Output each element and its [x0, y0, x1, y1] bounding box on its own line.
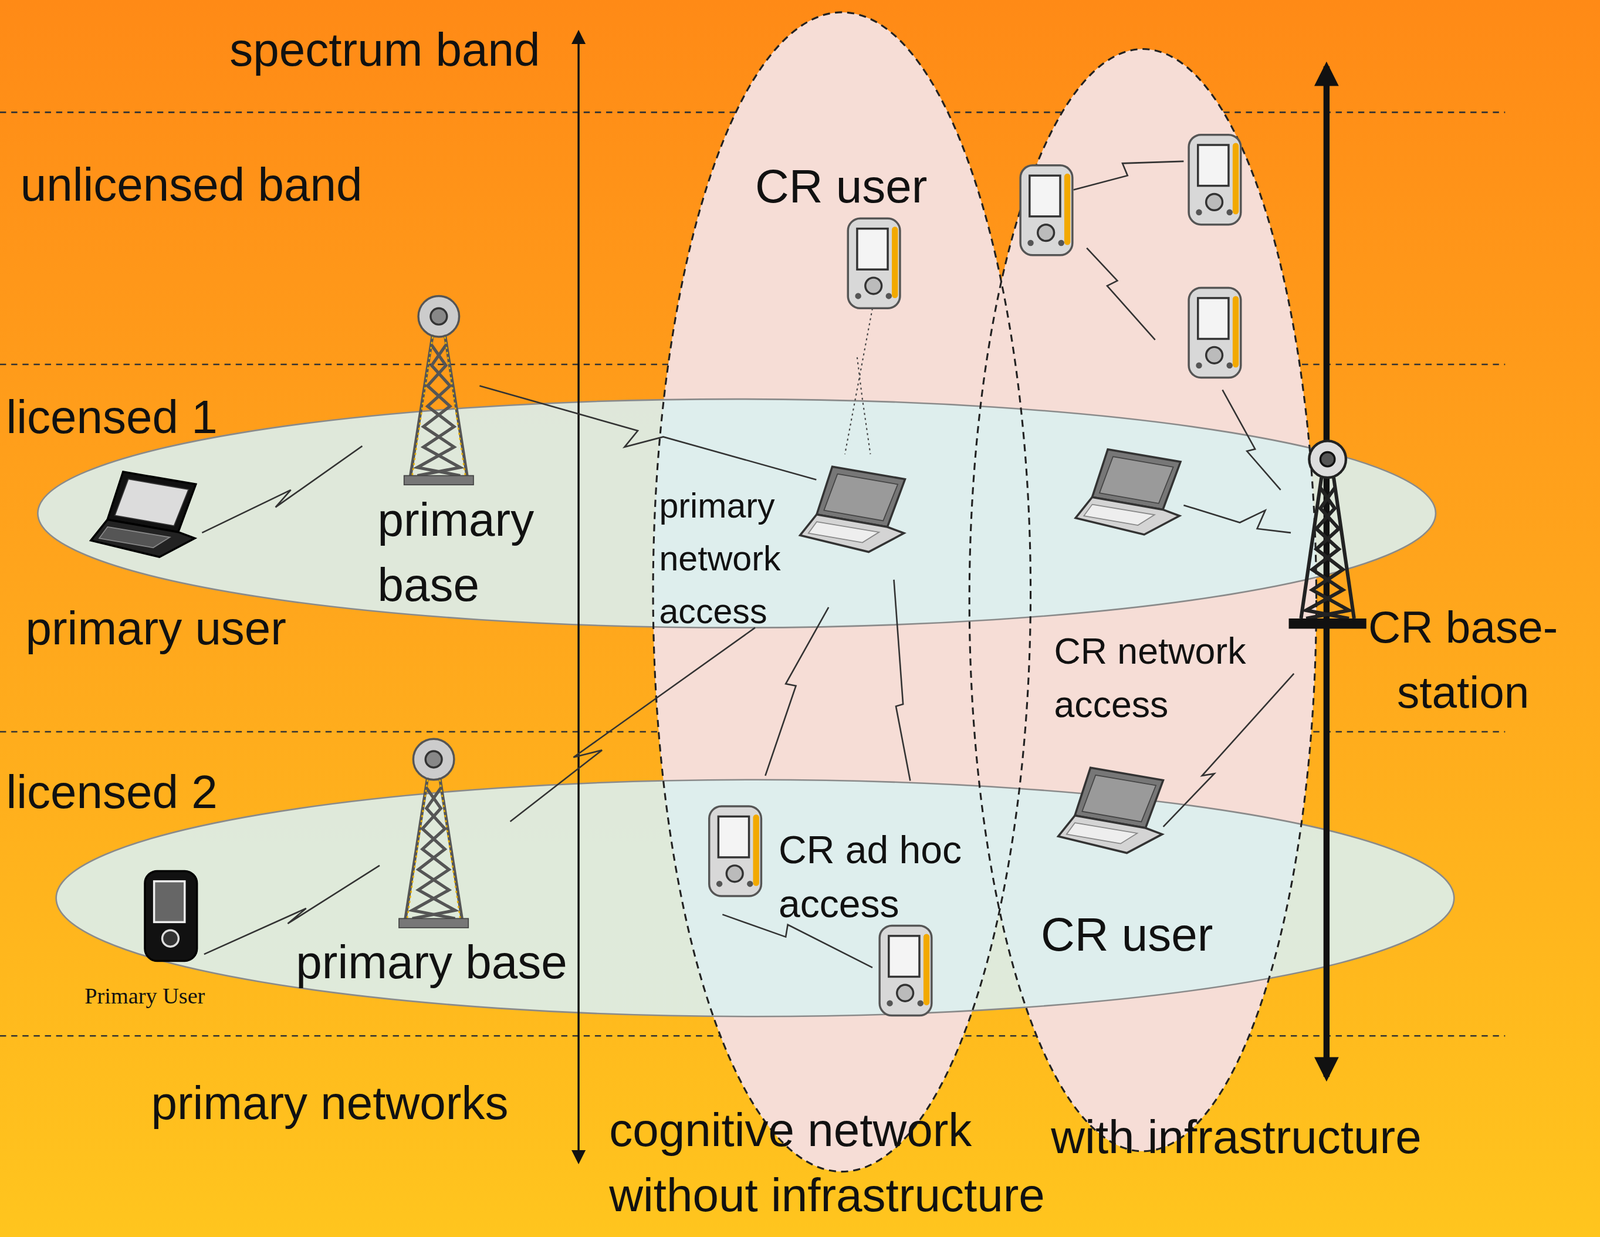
art-polyline	[510, 627, 756, 822]
band-label: unlicensed band	[20, 153, 363, 217]
cognitive-region-outlines	[653, 12, 1317, 1172]
art-use	[1188, 288, 1241, 378]
art-polyline	[765, 607, 829, 776]
station-label: primary base	[295, 930, 567, 994]
network-label: cognitive network without infrastructure	[609, 1097, 1058, 1228]
art-use	[144, 870, 198, 961]
art-use	[398, 738, 469, 928]
group-label: primary networks	[150, 1071, 509, 1135]
art-use	[404, 295, 474, 485]
art-polyline	[1163, 673, 1295, 827]
axis-title: spectrum band	[229, 18, 540, 82]
user-label: Primary User	[84, 981, 205, 1011]
station-label: CR base-station	[1331, 594, 1595, 726]
art-ellipse	[56, 779, 1455, 1017]
art-polyline	[479, 385, 817, 480]
network-label: with infrastructure	[1050, 1105, 1422, 1169]
art-use	[800, 466, 906, 552]
art-polyline	[894, 579, 911, 781]
art-use	[1020, 165, 1073, 256]
art-use	[879, 925, 932, 1016]
user-label: CR user	[755, 154, 928, 219]
art-use	[847, 218, 901, 309]
cr-spectrum-axis	[1323, 66, 1330, 1077]
access-label: CR ad hoc access	[778, 822, 989, 932]
user-label: CR user	[1040, 902, 1213, 967]
art-use	[1058, 767, 1164, 853]
art-polyline	[1183, 505, 1291, 533]
art-polyline	[857, 357, 871, 455]
devices	[90, 134, 1367, 1016]
art-ellipse	[653, 12, 1031, 1172]
access-label: primary network access	[658, 479, 813, 638]
dotted-links	[844, 308, 873, 455]
user-label: primary user	[25, 596, 287, 661]
spectrum-axis	[577, 32, 580, 1162]
licensed-bands	[37, 398, 1454, 1017]
art-use	[709, 806, 762, 896]
art-polyline	[1222, 389, 1281, 490]
access-label: CR network access	[1054, 624, 1274, 732]
art-polyline	[844, 308, 873, 455]
art-use	[1188, 134, 1241, 225]
art-polyline	[201, 445, 363, 533]
art-use	[1075, 449, 1181, 535]
station-label: primary base	[377, 487, 571, 618]
wireless-links	[201, 161, 1294, 968]
art-ellipse	[969, 49, 1317, 1152]
art-polyline	[1073, 161, 1185, 191]
art-polyline	[1086, 248, 1156, 341]
art-use	[1289, 440, 1367, 629]
art-use	[90, 471, 196, 557]
band-label: licensed 2	[5, 760, 218, 824]
band-label: licensed 1	[5, 385, 218, 449]
